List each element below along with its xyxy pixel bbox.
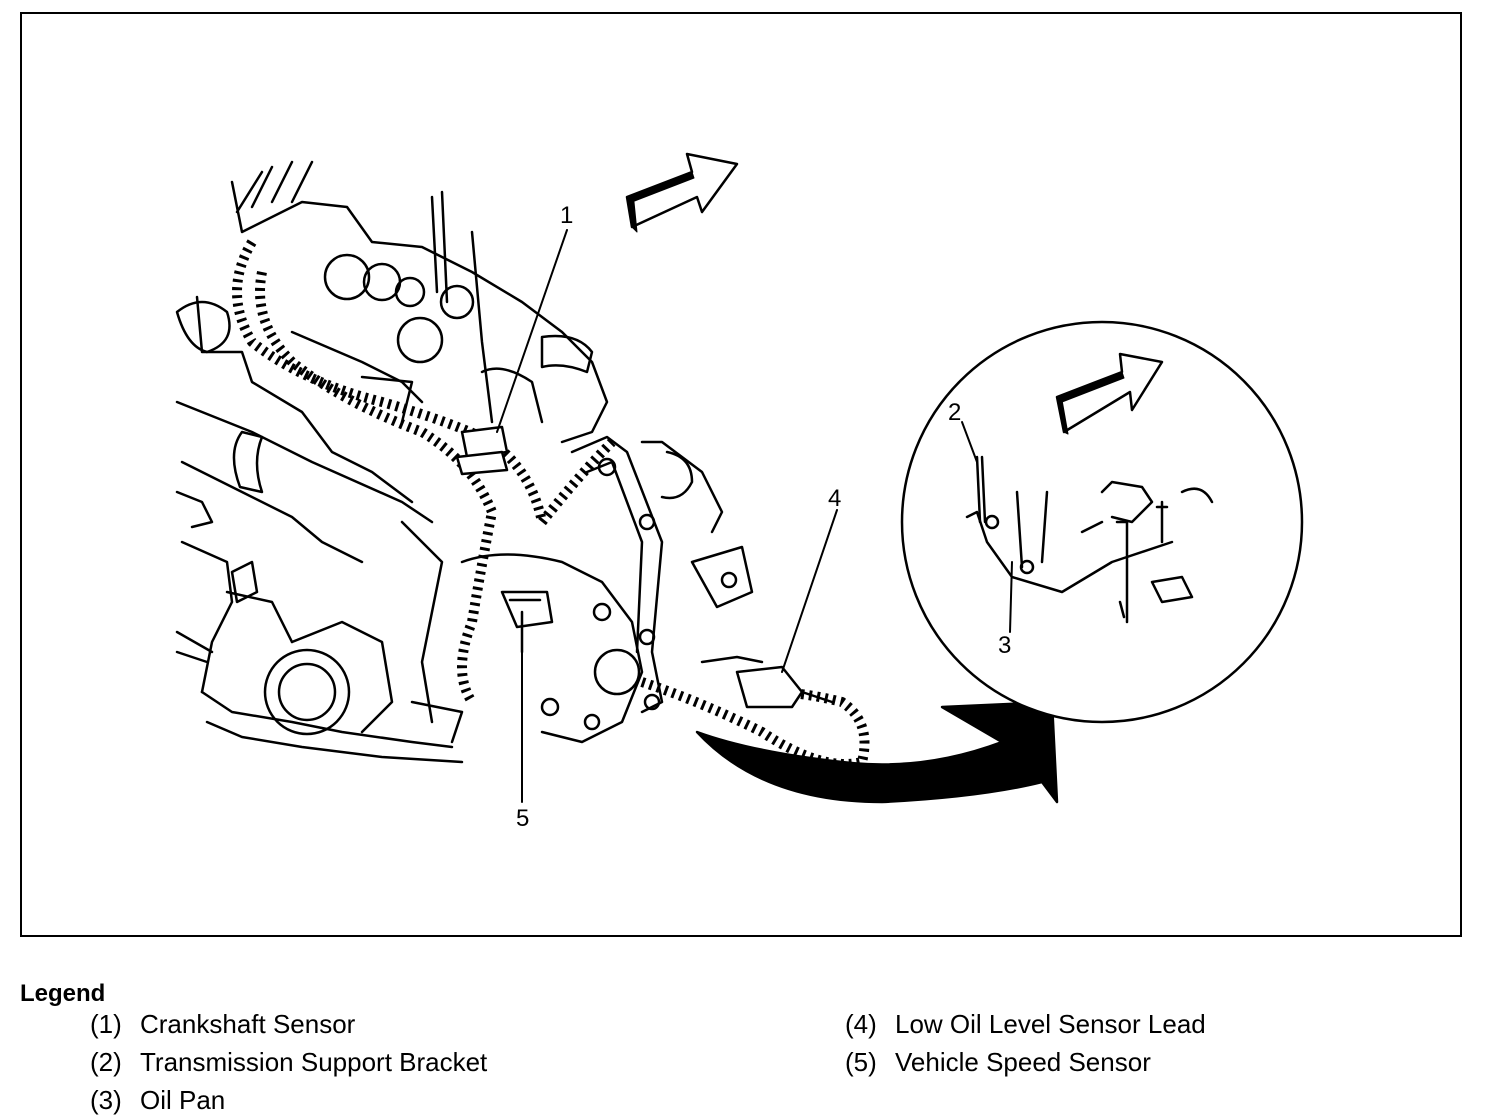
legend-num: (3) — [90, 1085, 122, 1115]
engine-block — [175, 160, 609, 504]
diagram-frame: 1 4 5 2 3 — [20, 12, 1462, 937]
legend-item-5: (5) Vehicle Speed Sensor — [845, 1047, 1151, 1078]
callout-2: 2 — [948, 399, 962, 426]
crankshaft-sensor — [455, 425, 509, 476]
detail-front-arrow — [1055, 352, 1164, 434]
leader-lines — [496, 229, 1013, 803]
bell-housing — [460, 553, 656, 744]
legend-title: Legend — [20, 980, 106, 1007]
callout-5: 5 — [516, 805, 530, 832]
callout-4: 4 — [828, 485, 842, 512]
legend-item-3: (3) Oil Pan — [90, 1085, 225, 1116]
detail-circle — [900, 320, 1304, 724]
legend-label: Low Oil Level Sensor Lead — [895, 1009, 1206, 1039]
legend-num: (4) — [845, 1009, 877, 1039]
legend-item-4: (4) Low Oil Level Sensor Lead — [845, 1009, 1206, 1040]
front-arrow — [625, 152, 739, 229]
legend-item-2: (2) Transmission Support Bracket — [90, 1047, 487, 1078]
support-bracket — [570, 435, 754, 714]
callout-1: 1 — [560, 202, 574, 229]
detail-arrow — [695, 700, 1059, 804]
legend-num: (1) — [90, 1009, 122, 1039]
callout-3: 3 — [998, 632, 1012, 659]
legend-num: (2) — [90, 1047, 122, 1077]
legend-label: Transmission Support Bracket — [140, 1047, 488, 1077]
legend-label: Crankshaft Sensor — [140, 1009, 356, 1039]
legend-label: Oil Pan — [140, 1085, 226, 1115]
transmission — [175, 400, 464, 764]
legend-item-1: (1) Crankshaft Sensor — [90, 1009, 355, 1040]
lols-connector — [700, 655, 834, 709]
engine-diagram — [175, 152, 1304, 804]
legend-label: Vehicle Speed Sensor — [895, 1047, 1151, 1077]
legend-num: (5) — [845, 1047, 877, 1077]
